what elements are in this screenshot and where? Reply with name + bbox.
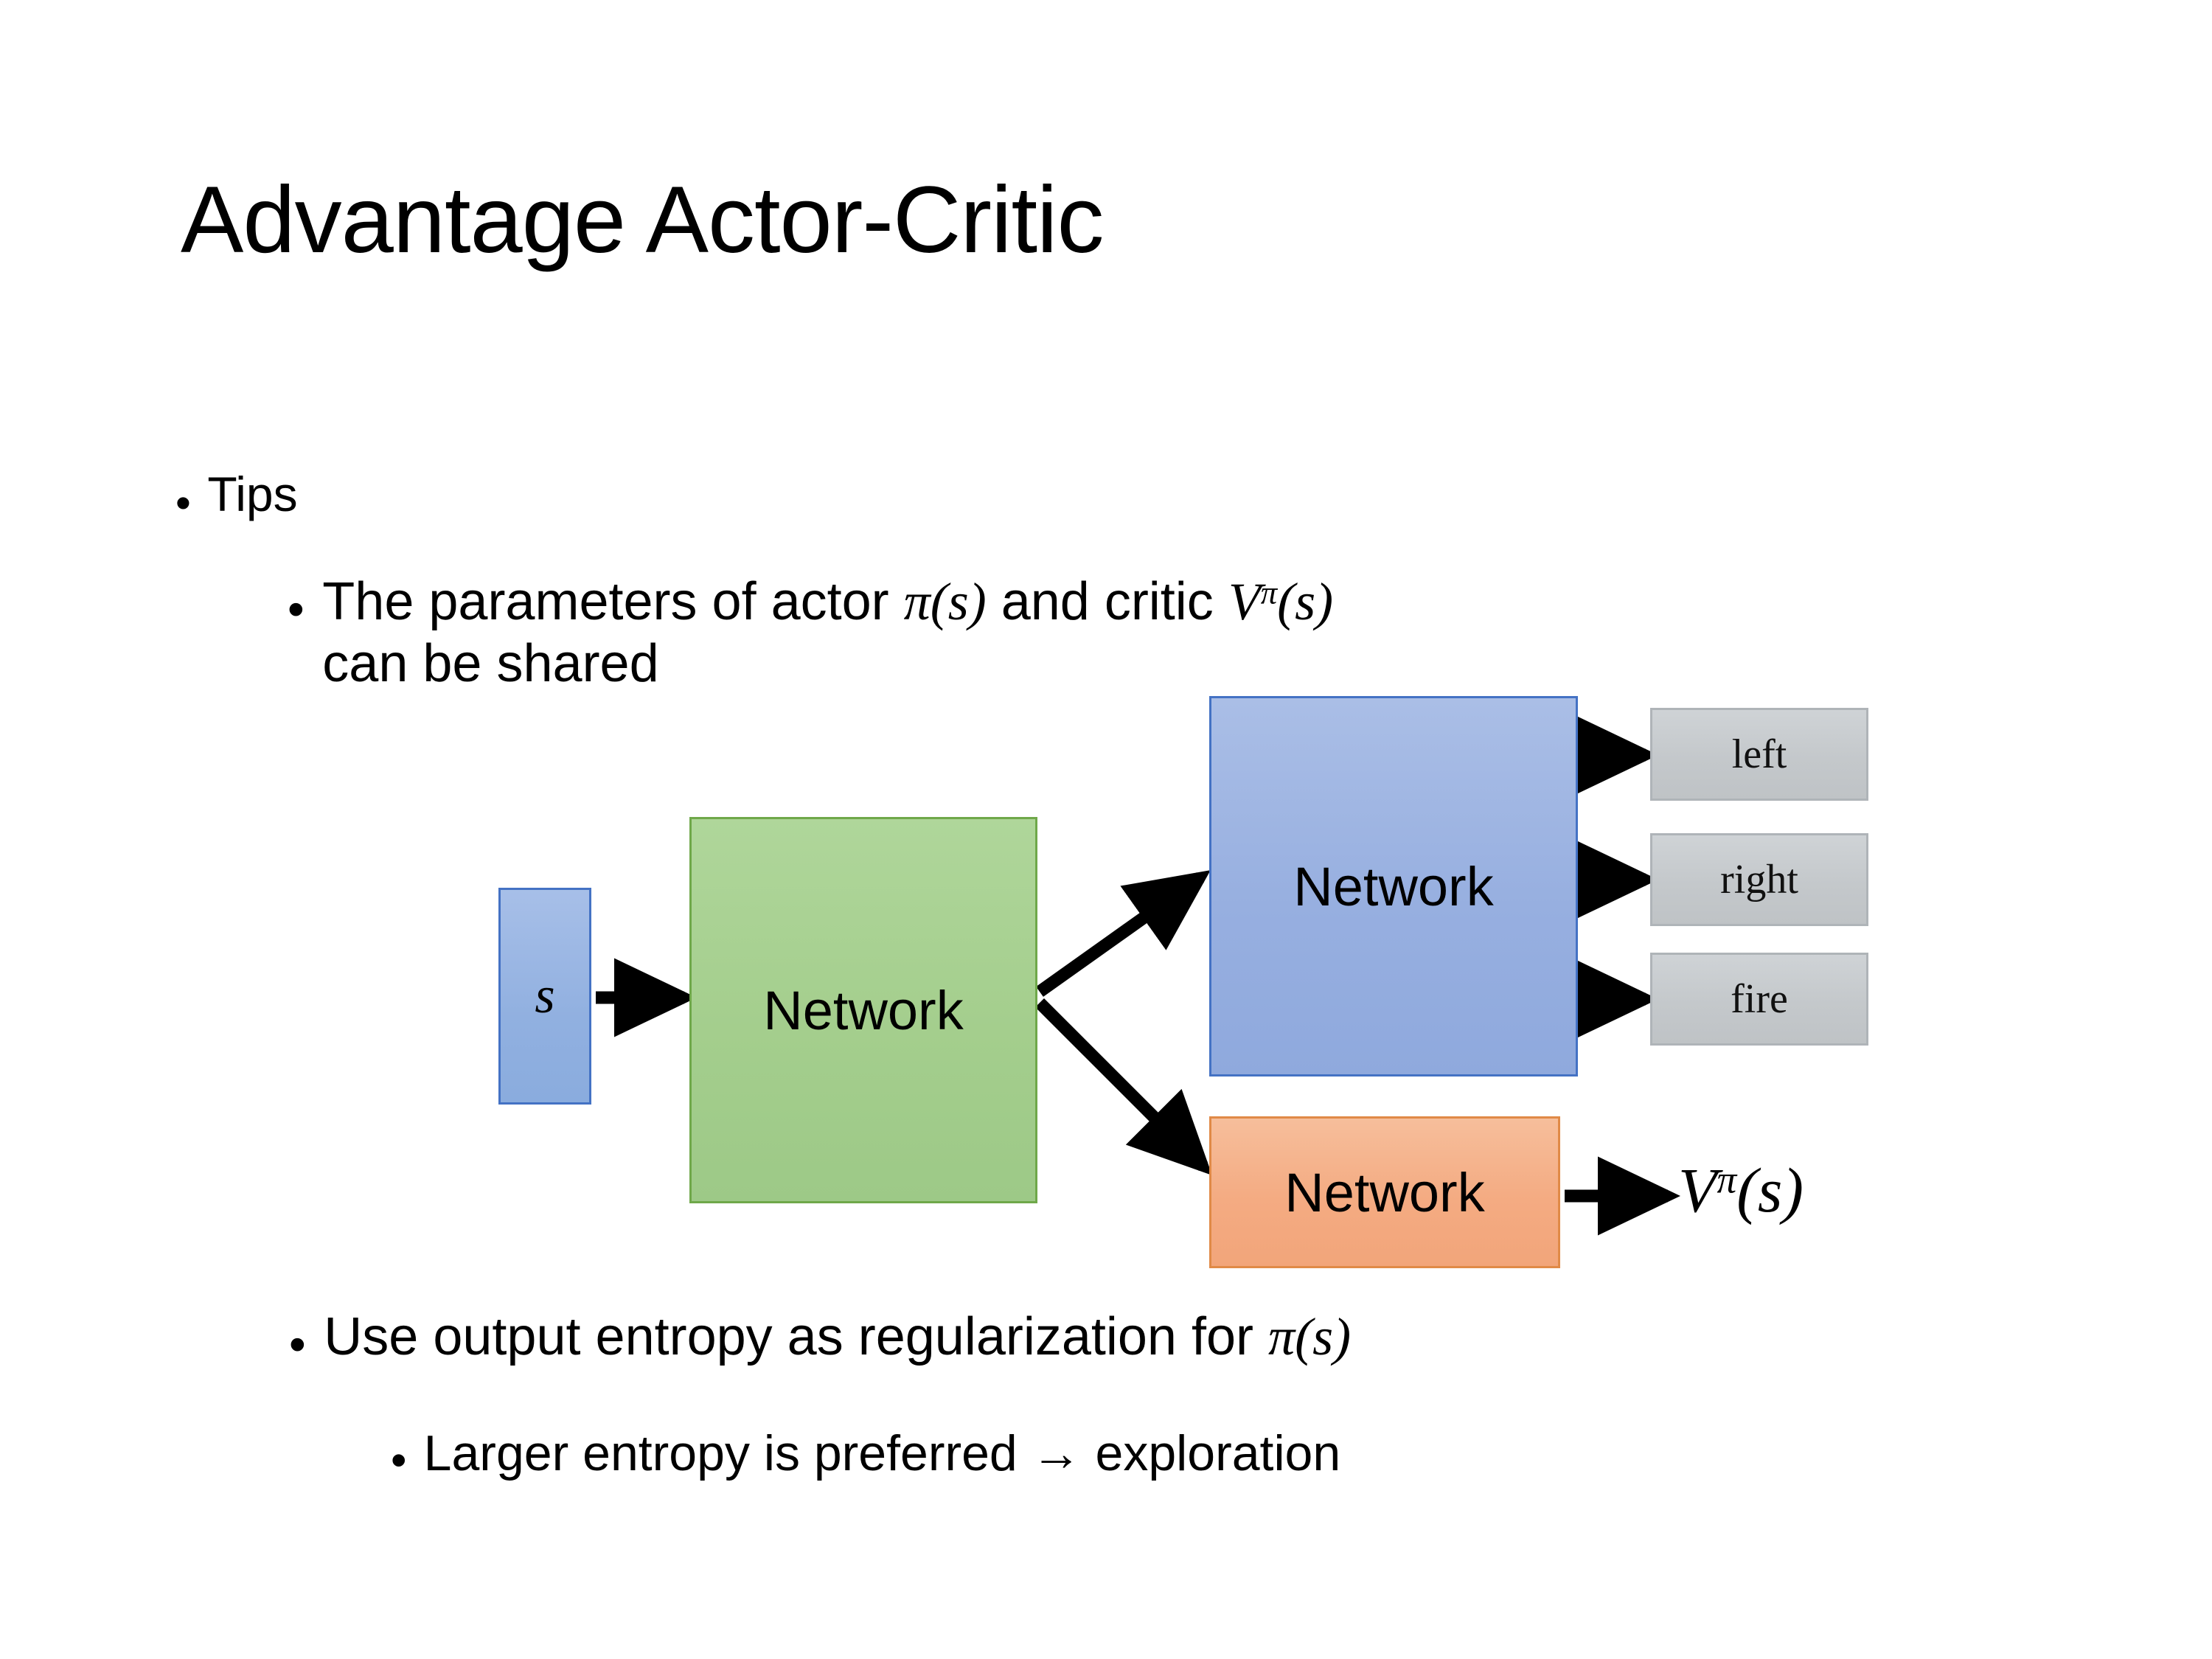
bullet-tips-label: Tips [207, 467, 298, 521]
shared-text-part1: The parameters of actor [322, 572, 904, 631]
bullet-marker-icon: • [391, 1435, 407, 1486]
action-output-fire: fire [1650, 953, 1868, 1046]
state-input-box: s [498, 888, 591, 1105]
shared-network-box: Network [689, 817, 1037, 1203]
state-input-label: s [535, 967, 555, 1024]
math-pi-of-s: π(s) [903, 572, 987, 631]
arrow-shared-to-critic-network [1034, 998, 1213, 1176]
critic-network-box: Network [1209, 1116, 1560, 1268]
bullet-marker-icon: • [175, 477, 191, 527]
critic-value-argument: (s) [1736, 1155, 1804, 1225]
bullet-shared-parameters: • The parameters of actor π(s) and criti… [288, 571, 1983, 695]
shared-network-label: Network [763, 979, 964, 1041]
bullet-marker-icon: • [288, 582, 305, 636]
action-output-right-label: right [1720, 857, 1798, 902]
action-output-fire-label: fire [1731, 976, 1788, 1022]
action-output-left-label: left [1731, 731, 1787, 777]
bullet-marker-icon: • [289, 1317, 306, 1371]
page-title: Advantage Actor-Critic [181, 167, 1104, 273]
bullet-entropy-text: Use output entropy as regularization for… [324, 1307, 2022, 1368]
critic-value-symbol: V [1678, 1155, 1717, 1225]
math-v-pi-of-s: Vπ(s) [1228, 572, 1334, 631]
actor-network-label: Network [1293, 855, 1494, 917]
bullet-tips: • Tips [175, 467, 839, 524]
bullet-entropy-regularization: • Use output entropy as regularization f… [289, 1307, 2022, 1368]
actor-network-box: Network [1209, 696, 1578, 1077]
shared-text-part2: and critic [986, 572, 1228, 631]
critic-network-label: Network [1284, 1161, 1485, 1223]
bullet-larger-label: Larger entropy is preferred → exploratio… [423, 1425, 1341, 1481]
entropy-text-part1: Use output entropy as regularization for [324, 1307, 1269, 1366]
bullet-shared-text: The parameters of actor π(s) and critic … [322, 571, 1983, 695]
math-pi-of-s: π(s) [1268, 1307, 1352, 1366]
shared-text-part3: can be shared [322, 633, 659, 693]
bullet-larger-entropy: • Larger entropy is preferred → explorat… [391, 1425, 2087, 1484]
arrow-shared-to-actor-network [1036, 870, 1211, 997]
critic-value-superscript: π [1717, 1157, 1737, 1202]
critic-value-output: Vπ(s) [1678, 1153, 1804, 1227]
action-output-left: left [1650, 708, 1868, 801]
action-output-right: right [1650, 833, 1868, 926]
